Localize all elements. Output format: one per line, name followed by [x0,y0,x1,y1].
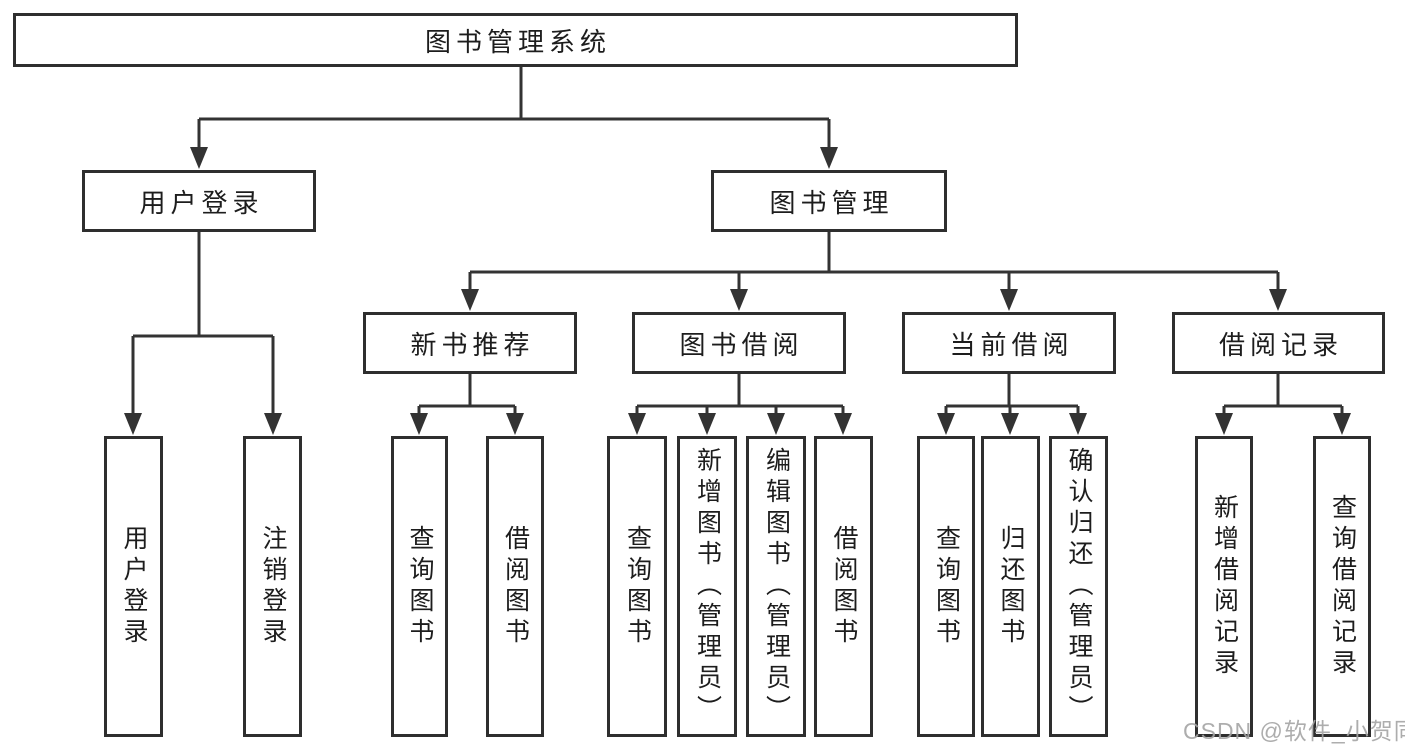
leaf-query-borrow-record: 查询借阅记录 [1313,436,1371,737]
node-library-management-system: 图书管理系统 [13,13,1018,67]
leaf-user-login: 用户登录 [104,436,163,737]
leaf-add-books-admin: 新增图书（管理员） [677,436,737,737]
leaf-return-books: 归还图书 [981,436,1040,737]
connector-book-borrow-to-leaves [628,374,852,435]
node-borrow-record: 借阅记录 [1172,312,1385,374]
connector-user-login-to-leaves [124,232,282,435]
node-book-borrow: 图书借阅 [632,312,846,374]
node-book-management: 图书管理 [711,170,947,232]
node-current-borrow: 当前借阅 [902,312,1116,374]
csdn-watermark: CSDN @软件_小贺同学 [1183,718,1405,744]
leaf-query-books-current: 查询图书 [917,436,975,737]
leaf-edit-books-admin: 编辑图书（管理员） [746,436,806,737]
connector-current-borrow-to-leaves [937,374,1087,435]
leaf-borrow-books: 借阅图书 [814,436,873,737]
connector-book-mgmt-to-level3 [461,232,1287,311]
leaf-query-books-recommend: 查询图书 [391,436,448,737]
leaf-logout: 注销登录 [243,436,302,737]
connector-borrow-record-to-leaves [1215,374,1351,435]
connector-root-to-level2 [190,65,838,169]
node-user-login: 用户登录 [82,170,316,232]
leaf-add-borrow-record: 新增借阅记录 [1195,436,1253,737]
connector-new-book-to-leaves [410,374,524,435]
leaf-borrow-books-recommend: 借阅图书 [486,436,544,737]
node-new-book-recommend: 新书推荐 [363,312,577,374]
leaf-confirm-return-admin: 确认归还（管理员） [1049,436,1108,737]
leaf-query-books-borrow: 查询图书 [607,436,667,737]
